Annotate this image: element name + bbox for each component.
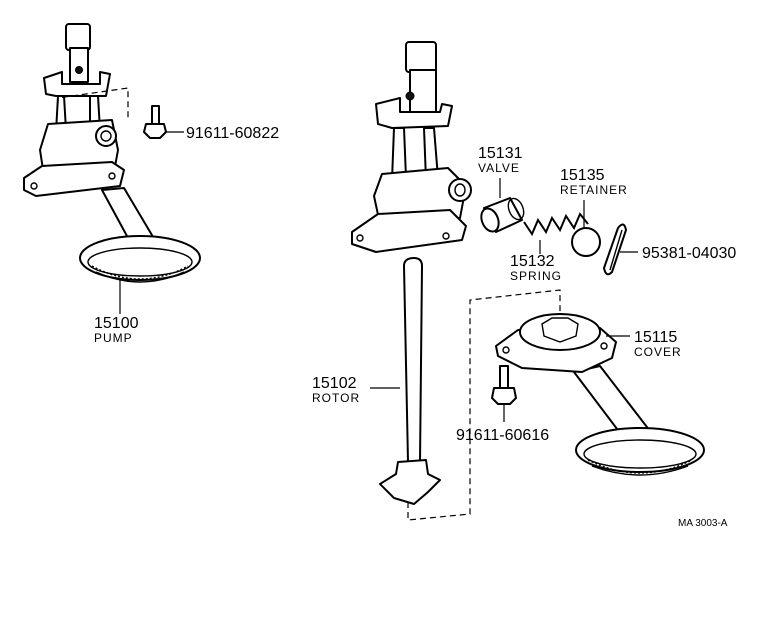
- bolt-91611-60616-illustration: [491, 365, 517, 405]
- part-name-pump: PUMP: [94, 331, 133, 345]
- part-number-bolt-bottom: 91611-60616: [456, 427, 549, 444]
- part-number-pump: 15100: [94, 315, 139, 332]
- part-number-cotter-pin: 95381-04030: [642, 245, 736, 262]
- part-number-cover: 15115: [634, 329, 677, 346]
- part-number-bolt-top: 91611-60822: [186, 125, 279, 142]
- figure-reference: MA 3003-A: [678, 518, 728, 529]
- retainer-15135-illustration: [571, 227, 601, 257]
- part-name-retainer: RETAINER: [560, 183, 628, 197]
- pump-assembly-illustration: [23, 23, 201, 283]
- part-name-spring: SPRING: [510, 269, 562, 283]
- part-name-cover: COVER: [634, 345, 682, 359]
- part-number-valve: 15131: [478, 145, 523, 162]
- cotter-pin-95381-04030-illustration: [603, 223, 627, 276]
- spring-15132-illustration: [523, 212, 589, 237]
- bolt-alignment-dashed-line-top: [57, 87, 129, 118]
- valve-15131-illustration: [480, 197, 525, 233]
- pump-body-illustration: [351, 41, 472, 253]
- cover-15115-illustration: [495, 313, 705, 476]
- part-name-valve: VALVE: [478, 161, 520, 175]
- rotor-15102-illustration: [379, 257, 441, 505]
- part-number-rotor: 15102: [312, 375, 357, 392]
- bolt-91611-60822-illustration: [143, 105, 167, 139]
- part-number-retainer: 15135: [560, 167, 605, 184]
- part-name-rotor: ROTOR: [312, 391, 360, 405]
- part-number-spring: 15132: [510, 253, 555, 270]
- rotor-cover-dashed-alignment: [407, 289, 561, 521]
